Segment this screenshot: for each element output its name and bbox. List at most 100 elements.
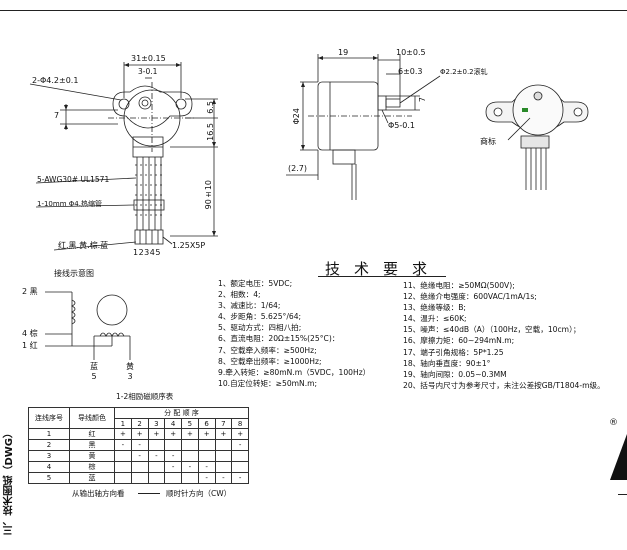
row-serial: 2 <box>28 439 70 451</box>
row-mark: - <box>114 439 132 451</box>
row-mark <box>231 461 249 473</box>
row-color: 蓝 <box>69 472 115 484</box>
row-color: 黑 <box>69 439 115 451</box>
row-mark: - <box>164 450 182 462</box>
step-header: 6 <box>197 418 216 429</box>
connector-label: 1.25X5P <box>172 241 206 250</box>
row-serial: 3 <box>28 450 70 462</box>
requirement-item: 3、减速比：1/64; <box>218 301 281 311</box>
dim-width-label: 31±0.15 <box>131 54 166 63</box>
row-mark <box>164 439 182 451</box>
requirements-title: 技术要求 <box>325 260 442 278</box>
step-header: 3 <box>147 418 166 429</box>
row-mark <box>130 472 149 484</box>
row-color: 棕 <box>69 461 115 473</box>
requirement-item: 4、步距角：5.625°/64; <box>218 312 302 322</box>
wire-colors-label: 红.黑.黄.棕.蓝 <box>58 241 109 250</box>
row-serial: 5 <box>28 472 70 484</box>
schematic-pin1: 1 红 <box>22 341 38 350</box>
step-header: 5 <box>181 418 199 429</box>
excitation-sequence-table: 连线序号 导线颜色 分 配 顺 序 1 2 3 4 5 6 7 8 1 红 + … <box>28 407 249 484</box>
row-mark <box>214 450 233 462</box>
dim-shaft-label: 6±0.3 <box>398 67 423 76</box>
registered-mark: ® <box>609 418 618 428</box>
dim-19-label: 19 <box>338 48 349 57</box>
requirement-item: 10.自定位转矩：≥50mN.m; <box>218 378 318 388</box>
row-mark <box>114 450 132 462</box>
requirements-right-column: 11、绝缘电阻：≥50MΩ(500V); 12、绝缘介电强度：600VAC/1m… <box>403 280 605 391</box>
row-mark: + <box>130 428 149 440</box>
row-mark: + <box>164 428 182 440</box>
schematic-pin4: 4 棕 <box>22 329 38 338</box>
table-footer-left: 从输出轴方向看 <box>72 489 125 498</box>
requirement-item: 1、额定电压：5VDC; <box>218 279 293 288</box>
row-mark: + <box>147 428 166 440</box>
requirement-item: 18、轴向垂直度：90±1° <box>403 358 491 368</box>
row-mark <box>214 439 233 451</box>
row-mark <box>197 450 216 462</box>
requirement-item: 20、括号内尺寸为参考尺寸，未注公差按GB/T1804-m级。 <box>403 380 605 390</box>
row-mark: - <box>164 461 182 473</box>
row-mark: - <box>130 439 149 451</box>
table-row: 5 蓝 - - - <box>28 472 249 484</box>
schematic-pin3: 黄 3 <box>126 362 134 381</box>
dim-hole-offset-label: 3-0.1 <box>138 67 158 76</box>
requirement-item: 8、空载牵出频率：≥1000Hz; <box>218 356 322 366</box>
schematic-pin2: 2 黑 <box>22 287 38 296</box>
step-header: 2 <box>130 418 149 429</box>
requirement-item: 15、噪声：≤40dB（A）（100Hz，空载，10cm）； <box>403 325 581 335</box>
col-color-header: 导线颜色 <box>69 407 115 429</box>
row-serial: 4 <box>28 461 70 473</box>
requirement-item: 16、摩擦力矩：60~294mN.m; <box>403 336 515 346</box>
row-mark: + <box>197 428 216 440</box>
row-mark <box>114 472 132 484</box>
dim-holes-label: 2-Φ4.2±0.1 <box>32 76 79 85</box>
step-header: 7 <box>214 418 233 429</box>
row-mark: - <box>214 472 233 484</box>
requirement-item: 7、空载牵入频率：≥500Hz; <box>218 345 317 355</box>
row-color: 红 <box>69 428 115 440</box>
logo-fragment <box>610 434 627 480</box>
requirements-title-underline <box>318 276 446 277</box>
row-mark <box>114 461 132 473</box>
row-mark: - <box>197 472 216 484</box>
row-mark: - <box>130 450 149 462</box>
schematic-title: 接线示意图 <box>54 269 94 278</box>
sequence-caption: 1-2相励磁顺序表 <box>116 392 174 401</box>
row-mark: - <box>231 439 249 451</box>
row-mark <box>214 461 233 473</box>
requirement-item: 11、绝缘电阻：≥50MΩ(500V); <box>403 281 515 290</box>
step-header: 8 <box>231 418 249 429</box>
table-row: 3 黄 - - - <box>28 450 249 462</box>
dim-left-label: 7 <box>54 111 60 120</box>
table-row: 1 红 + + + + + + + + <box>28 428 249 440</box>
top-border-line <box>0 10 627 11</box>
trademark-label: 商标 <box>480 137 496 146</box>
requirement-item: 2、相数：4; <box>218 290 261 300</box>
step-header: 4 <box>164 418 182 429</box>
schematic-pin5: 蓝 5 <box>90 362 98 381</box>
row-mark: + <box>114 428 132 440</box>
col-serial-header: 连线序号 <box>28 407 70 429</box>
requirement-item: 5、驱动方式：四相八拍; <box>218 323 302 333</box>
dim-shaft-dia-label: Φ2.2±0.2滚轧 <box>440 68 488 76</box>
dim-27-label: (2.7) <box>288 164 307 173</box>
row-color: 黄 <box>69 450 115 462</box>
table-footer-dash <box>138 493 160 494</box>
col-order-header: 分 配 顺 序 <box>114 407 249 419</box>
wire-spec-label: 5-AWG30# UL1571 <box>37 175 110 184</box>
row-mark: + <box>181 428 199 440</box>
requirement-item: 19、轴向间隙：0.05~0.3MM <box>403 369 507 379</box>
dim-10-label: 10±0.5 <box>396 48 426 57</box>
requirement-item: 12、绝缘介电强度：600VAC/1mA/1s; <box>403 292 537 302</box>
row-mark <box>181 472 199 484</box>
row-mark <box>164 472 182 484</box>
row-mark <box>197 439 216 451</box>
row-mark: - <box>197 461 216 473</box>
row-mark <box>130 461 149 473</box>
right-edge-rule <box>618 494 627 495</box>
row-mark <box>231 450 249 462</box>
requirement-item: 14、温升：≤60K; <box>403 314 467 324</box>
